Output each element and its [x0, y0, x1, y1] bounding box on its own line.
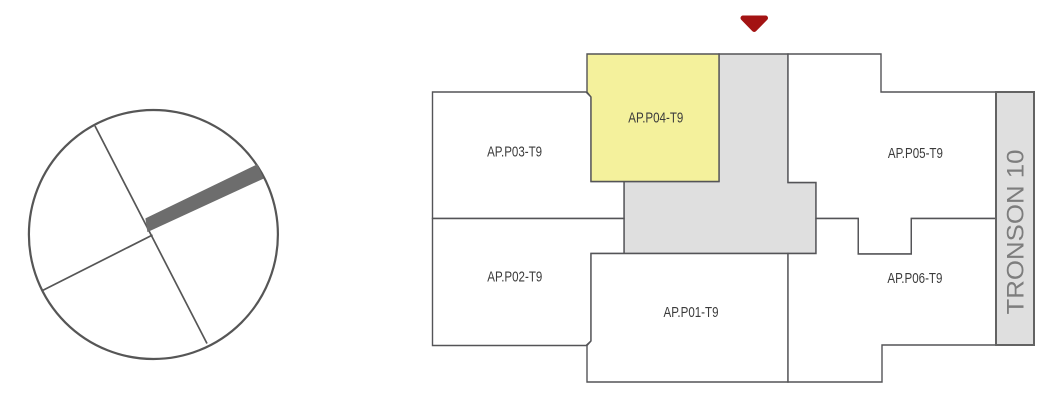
svg-text:AP.P01-T9: AP.P01-T9	[664, 304, 719, 321]
svg-text:AP.P05-T9: AP.P05-T9	[888, 145, 943, 162]
svg-text:AP.P02-T9: AP.P02-T9	[487, 269, 542, 286]
svg-text:TRONSON 10: TRONSON 10	[1003, 150, 1030, 315]
svg-text:AP.P06-T9: AP.P06-T9	[887, 270, 942, 287]
svg-text:AP.P04-T9: AP.P04-T9	[628, 109, 683, 126]
svg-text:AP.P03-T9: AP.P03-T9	[487, 144, 542, 161]
